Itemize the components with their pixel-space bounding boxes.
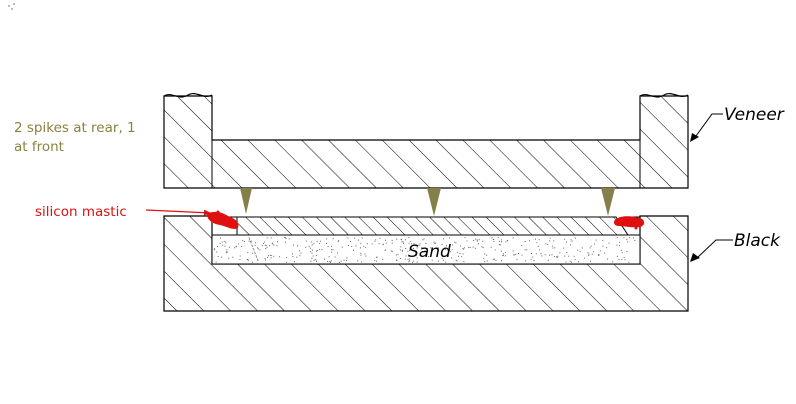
mastic-right bbox=[613, 216, 645, 228]
plate bbox=[236, 216, 629, 236]
sand-label: Sand bbox=[408, 242, 451, 262]
sand-speckle bbox=[214, 237, 636, 263]
spike-right bbox=[601, 188, 615, 216]
sand-cavity bbox=[211, 234, 641, 265]
mastic-leader bbox=[145, 209, 212, 216]
black-section bbox=[163, 215, 689, 312]
break-line-left bbox=[163, 92, 213, 98]
mastic-blobs bbox=[145, 209, 645, 230]
spike-middle bbox=[427, 188, 441, 216]
label-leaders bbox=[690, 113, 733, 262]
break-line-right bbox=[639, 92, 689, 98]
black-label: Black bbox=[734, 231, 781, 251]
black-leader bbox=[696, 239, 733, 259]
corner-speck bbox=[8, 3, 15, 10]
veneer-part bbox=[163, 92, 689, 189]
veneer-leader bbox=[695, 113, 723, 137]
veneer-section bbox=[163, 95, 689, 189]
spikes-note-line2: at front bbox=[14, 139, 64, 155]
spike-left bbox=[240, 188, 252, 214]
spikes-note-line1: 2 spikes at rear, 1 bbox=[14, 120, 136, 136]
mastic-label: silicon mastic bbox=[35, 204, 127, 220]
veneer-label: Veneer bbox=[724, 105, 785, 125]
black-part bbox=[163, 215, 689, 312]
spikes bbox=[240, 188, 615, 216]
